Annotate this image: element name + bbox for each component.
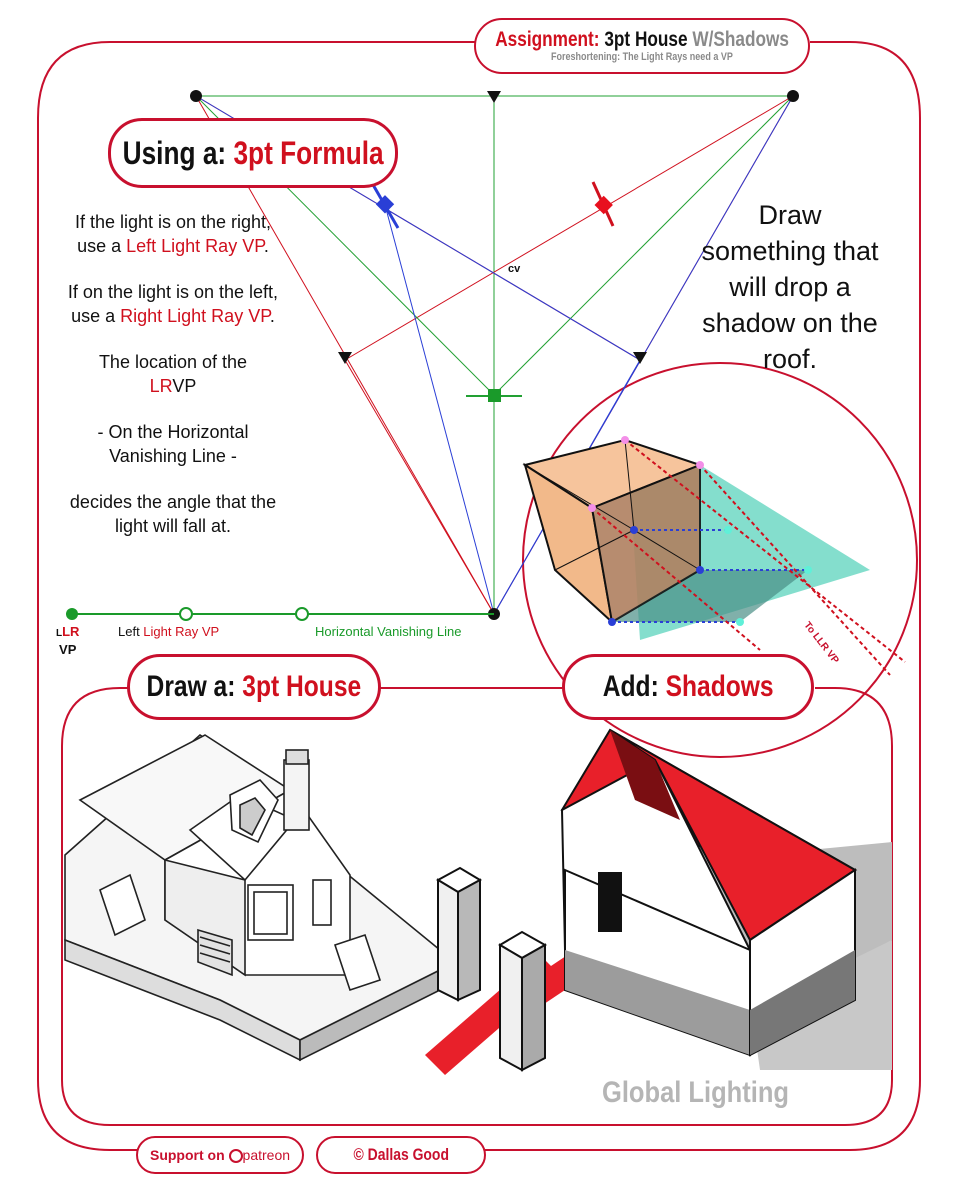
cube-circle <box>522 362 918 758</box>
formula-pill-highlight: 3pt Formula <box>233 134 384 171</box>
patreon-button[interactable]: Support on patreon <box>136 1136 304 1174</box>
shadows-pill-prefix: Add: <box>602 670 659 703</box>
lower-frame <box>61 687 893 1126</box>
copyright-text: © Dallas Good <box>353 1145 449 1164</box>
formula-pill: Using a: 3pt Formula <box>108 118 398 188</box>
header-title-suffix: W/Shadows <box>692 27 789 51</box>
header-pill: Assignment: 3pt House W/Shadows Foreshor… <box>474 18 810 74</box>
copyright-pill: © Dallas Good <box>316 1136 486 1174</box>
header-title-main: 3pt House <box>604 27 688 51</box>
house-pill-highlight: 3pt House <box>242 670 362 703</box>
draw-prompt: Draw something that will drop a shadow o… <box>701 200 879 374</box>
instructions: If the light is on the right, use a Left… <box>64 210 282 560</box>
instruction-horizontal: - On the Horizontal Vanishing Line - <box>97 422 249 466</box>
patreon-text: patreon <box>242 1147 291 1163</box>
outer-frame <box>37 41 921 1151</box>
shadows-pill-highlight: Shadows <box>665 670 774 703</box>
header-subtitle: Foreshortening: The Light Rays need a VP <box>551 50 733 63</box>
instruction-angle: decides the angle that the light will fa… <box>69 492 277 536</box>
patreon-icon <box>228 1149 243 1163</box>
cv-label: cv <box>508 263 521 275</box>
shadows-pill: Add: Shadows <box>562 654 814 720</box>
house-pill-prefix: Draw a: <box>146 670 236 703</box>
support-text: Support on <box>149 1147 225 1163</box>
line-house <box>64 733 441 1062</box>
house-pill: Draw a: 3pt House <box>127 654 381 720</box>
instruction-light-right: If the light is on the right, use a Left… <box>74 212 272 256</box>
vp-markers <box>190 90 799 620</box>
instruction-light-left: If on the light is on the left, use a Ri… <box>67 282 279 326</box>
formula-pill-prefix: Using a: <box>122 134 227 171</box>
header-title-prefix: Assignment: <box>495 27 600 51</box>
legend-left-light: Left Light Ray VP <box>118 624 220 639</box>
global-lighting-label: Global Lighting <box>602 1076 789 1109</box>
cube-diagram <box>522 436 906 676</box>
legend-horizontal-line: Horizontal Vanishing Line <box>315 624 462 639</box>
legend-line <box>66 607 494 621</box>
shaded-house <box>560 728 892 1070</box>
